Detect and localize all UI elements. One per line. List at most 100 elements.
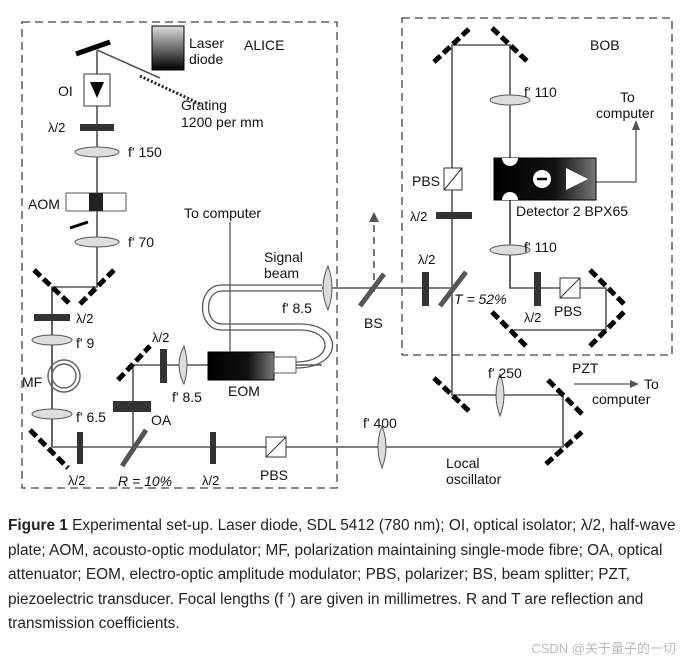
laser-diode-label-2: diode [189, 51, 223, 67]
mirror-bob-top-right [490, 26, 530, 64]
detector-wire-arrowhead [632, 120, 640, 130]
to-computer-bob-2: computer [596, 105, 655, 121]
half-wave-label-6: λ/2 [410, 209, 427, 224]
half-wave-plate-6 [436, 212, 472, 219]
to-computer-bob: To [620, 89, 635, 105]
beam-splitter-bs [358, 272, 386, 308]
mirror-bob-right-top [588, 268, 626, 306]
bs-label: BS [364, 315, 383, 331]
figure-caption: Figure 1 Experimental set-up. Laser diod… [8, 514, 682, 637]
beam-splitter-t52 [438, 270, 468, 308]
lens-f110-top [489, 94, 531, 106]
lens-f250 [495, 372, 505, 418]
half-wave-label-1: λ/2 [48, 120, 65, 135]
lens-f9-label: f' 9 [76, 335, 94, 351]
half-wave-plate-5 [210, 432, 216, 464]
mirror-lower-bob [432, 376, 472, 414]
eom-housing [273, 356, 297, 374]
pbs-bob-left-diagonal [443, 167, 463, 191]
grating [139, 74, 201, 106]
half-wave-label-4: λ/2 [152, 330, 169, 345]
lens-f150 [74, 146, 120, 158]
isolator-arrow-icon [90, 82, 104, 98]
lens-f85-signal [322, 264, 333, 312]
pbs-alice-diagonal [265, 436, 287, 458]
half-wave-plate-8 [534, 272, 541, 306]
mirror-bottom-left [28, 428, 70, 470]
half-wave-plate-4 [160, 349, 167, 383]
pbs-alice-label: PBS [260, 467, 288, 483]
grating-label: Grating [181, 97, 227, 113]
half-wave-plate-2 [34, 314, 70, 321]
oi-label: OI [58, 83, 73, 99]
lens-f110-bottom-label: f' 110 [524, 239, 557, 255]
beam-splitter-r10 [119, 428, 149, 468]
lens-f110-top-label: f' 110 [524, 84, 557, 100]
half-wave-plate-3 [77, 432, 83, 464]
mirror-bob-top-left [432, 26, 472, 64]
alice-enclosure [21, 21, 338, 489]
mf-label: MF [22, 374, 42, 390]
aom-label: AOM [28, 196, 60, 212]
alice-label: ALICE [244, 37, 284, 53]
lens-f65-label: f' 6.5 [76, 409, 106, 425]
pbs-bob-right-diagonal [559, 277, 581, 299]
reflection-label: R = 10% [118, 473, 172, 489]
setup-diagram: ALICE BOB Laser diode Grating 1200 per m… [21, 17, 673, 489]
fibre-loop-inner [51, 363, 77, 389]
fibre-loop-outer [47, 359, 81, 393]
signal-fibre [201, 284, 326, 363]
mirror-bottom-right [544, 428, 586, 466]
amplifier-icon [566, 168, 588, 190]
laser-diode [151, 25, 185, 71]
signal-beam-label-2: beam [264, 265, 299, 281]
oa-label: OA [151, 412, 172, 428]
bob-label: BOB [590, 37, 620, 53]
lens-f70-label: f' 70 [128, 234, 154, 250]
pzt-label: PZT [572, 360, 599, 376]
half-wave-label-8: λ/2 [524, 310, 541, 325]
mirror-oa-corner [116, 344, 152, 382]
half-wave-plate-7 [422, 272, 429, 306]
local-oscillator-label-2: oscillator [446, 471, 502, 487]
half-wave-plate-1 [80, 124, 114, 131]
upward-beam-arrowhead [369, 212, 379, 222]
lens-f65 [31, 408, 73, 420]
pzt-arrowhead [630, 380, 639, 388]
lens-f150-label: f' 150 [128, 144, 162, 160]
eom [207, 351, 275, 381]
figure-label: Figure 1 [8, 517, 68, 534]
lens-f85-eom [178, 344, 188, 386]
mirror-bob-right-left [490, 310, 528, 348]
lens-f400 [377, 424, 387, 470]
signal-beam-label: Signal [264, 249, 303, 265]
lens-f250-label: f' 250 [488, 365, 522, 381]
half-wave-label-7: λ/2 [418, 252, 435, 267]
pzt-to-label: To [644, 376, 659, 392]
mirror-bob-right-bottom [588, 310, 626, 348]
pbs-bob-right-label: PBS [554, 303, 582, 319]
bob-enclosure [401, 17, 673, 356]
aom-crystal [89, 193, 103, 211]
lens-f85-eom-label: f' 8.5 [172, 389, 202, 405]
pzt-mirror [546, 378, 584, 416]
signal-fibre-inner [208, 290, 334, 369]
half-wave-label-5: λ/2 [202, 473, 219, 488]
laser-diode-label: Laser [189, 35, 224, 51]
half-wave-label-2: λ/2 [76, 311, 93, 326]
aom-mount [69, 220, 89, 230]
lens-f85-signal-label: f' 8.5 [282, 300, 312, 316]
detector-wire [596, 124, 637, 183]
lens-f400-label: f' 400 [363, 415, 397, 431]
local-oscillator-label: Local [446, 455, 479, 471]
photodiode-top [502, 158, 518, 166]
eom-label: EOM [228, 383, 260, 399]
pzt-computer-label: computer [592, 391, 651, 407]
to-computer-alice: To computer [184, 205, 261, 221]
mirror-left-2 [78, 268, 116, 306]
half-wave-label-3: λ/2 [68, 473, 85, 488]
lens-f110-bottom [489, 244, 531, 256]
optical-attenuator [113, 401, 151, 412]
figure-caption-text: Experimental set-up. Laser diode, SDL 54… [8, 517, 676, 633]
mirror-top-left [75, 39, 111, 57]
